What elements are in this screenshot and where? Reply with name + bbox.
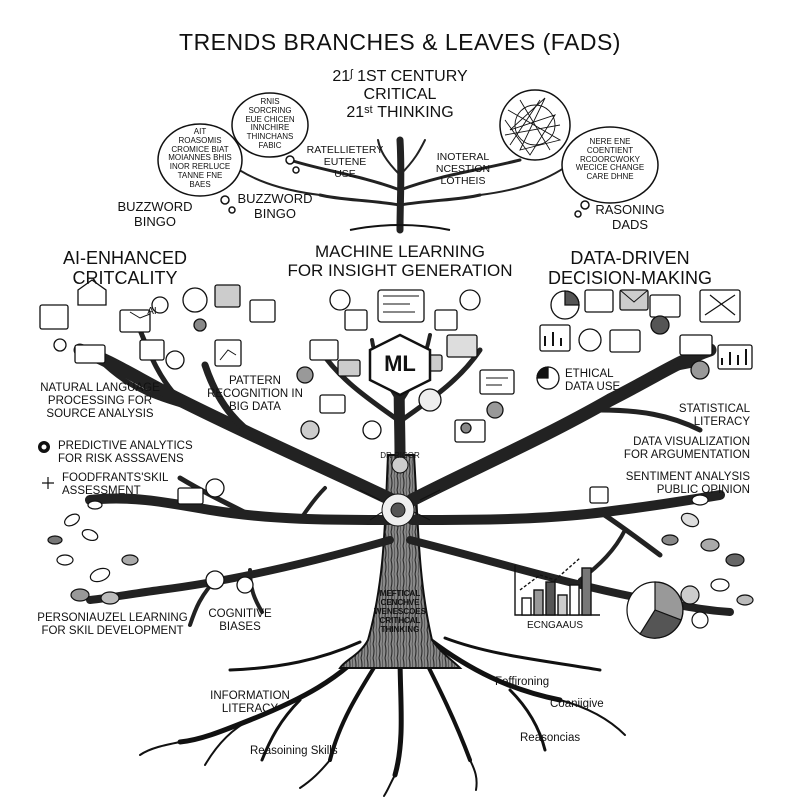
root-reasoning-skills: Reasoining Skills [250,745,338,757]
branch-statistical-literacy: STATISTICAL LITERACY [678,403,750,428]
branch-pattern-recognition: PATTERN RECOGNITION IN BIG DATA [207,375,303,413]
branch-predictive-analytics: PREDICTIVE ANALYTICS FOR RISK ASSSAVENS [58,440,193,465]
reasoning-dads-label: RASONING DADS [595,202,665,232]
branch-data-visualization: DATA VISUALIZATION FOR ARGUMENTATION [623,436,750,461]
branch-sentiment-analysis: SENTIMENT ANALYSIS PUBLIC OPINION [625,471,750,496]
branch-personalized-learning: PERSONIAUZEL LEARNING FOR SKIL DEVELOPME… [37,612,188,637]
intellectual-label: RATELLIETERY EUTENE USE [306,144,384,180]
bar-chart-caption: ECNGAAUS [526,620,584,631]
trunk-text: MEFTICAL CENCHVE WENESCOES CRITHCAL THIN… [373,589,426,634]
canopy-label: DR RICOR [380,451,420,460]
trunk-circuit [359,456,441,527]
inoteral-label: INOTERAL NCESTION LOTHEIS [435,151,491,187]
map-pin-icon [38,441,50,453]
root-reasoncias: Reasoncias [520,732,581,744]
heading-ai-enhanced: AI-ENHANCED CRITCALITY [62,248,187,289]
top-tree-ground [349,224,451,231]
branch-cognitive-biases: COGNITIVE BIASES [208,608,272,633]
heading-data-driven: DATA-DRIVEN DECISION-MAKING [547,248,712,289]
buzzword-bingo-mid: BUZZWORD BINGO [237,191,313,221]
pie-leaf-cluster [626,581,709,639]
heading-machine-learning: MACHINE LEARNING FOR INSIGHT GENERATION [287,242,513,281]
bubble-left-text: AIT ROASOMIS CROMICE BIAT MOIANNES BHIS … [168,127,232,189]
branch-ethical-data: ETHICAL DATA USE [565,368,621,393]
root-information-literacy: INFORMATION LITERACY [210,690,290,715]
branch-skill-assessment: FOODFRANTS'SKIL ASSESSMENT [62,472,169,497]
root-feffironing: Feffironing [495,676,550,688]
branch-nlp: NATURAL LANGUAGE PROCESSING FOR SOURCE A… [40,382,160,420]
bubble-mid [231,92,309,158]
sparkle-icon [42,477,54,489]
canopy-icons [39,279,753,594]
bubble-right-text: NERE ENE COENTIENT RCOORCWOKY WECICE CHA… [575,137,645,182]
bubble-left [157,123,243,197]
bar-chart-illustration [514,557,600,616]
ml-badge-label: ML [384,351,416,376]
thought-bubbles [157,89,659,218]
crown-title: 21ᶴ 1ST CENTURY CRITICAL 21ˢᵗ THINKING [332,68,468,121]
ai-chip-label: AI [147,306,157,317]
bubble-right [561,126,659,204]
bubble-mid-text: RNIS SORCRING EUE CHICEN INNCHIRE THINCH… [245,97,295,150]
web-diagram-icon [504,97,562,156]
root-coaniigive: Coaniigive [550,698,604,710]
ml-badge [368,333,432,397]
trunk [338,454,463,669]
diagram-title: TRENDS BRANCHES & LEAVES (FADS) [179,29,621,55]
buzzword-bingo-left: BUZZWORD BINGO [117,199,193,229]
leaves [47,494,754,606]
